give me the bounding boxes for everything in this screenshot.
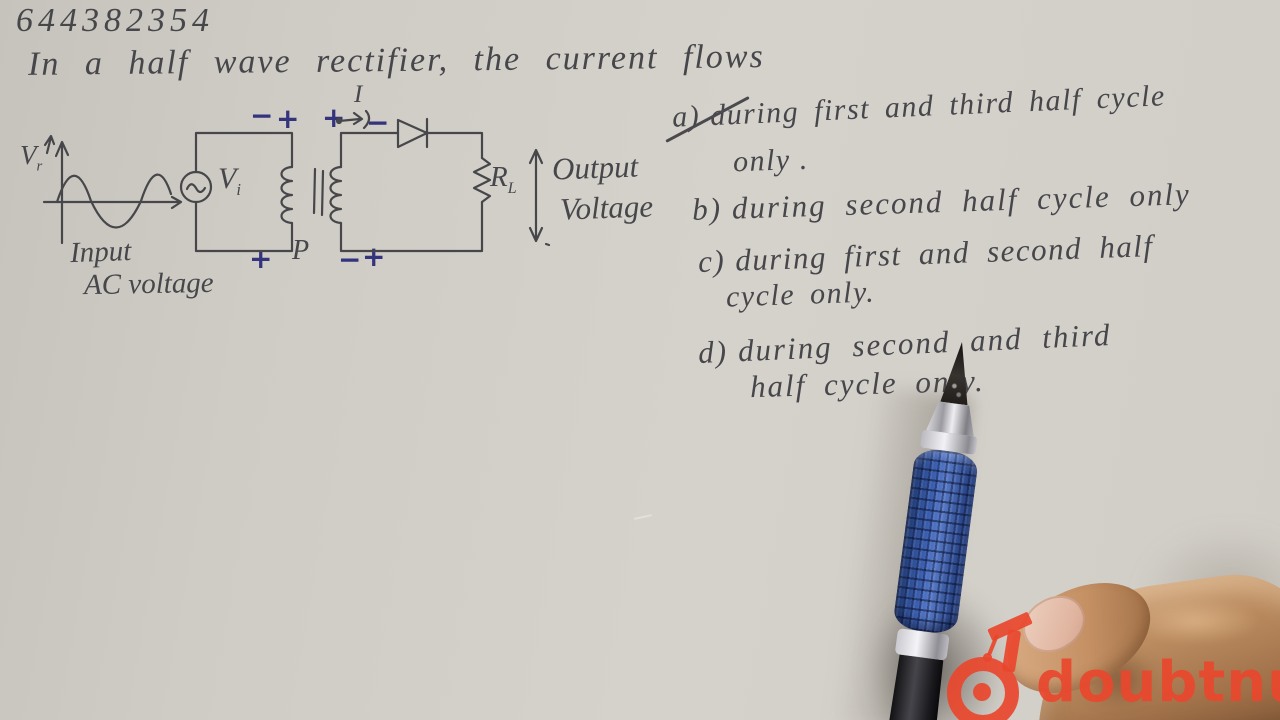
waveform-axis-label: Vr (20, 142, 42, 174)
primary-top-plus: + (276, 102, 300, 135)
core-lines (312, 167, 325, 217)
waveform-axis-label-main: V (20, 140, 37, 170)
paper-scratch (633, 514, 653, 520)
load-label-main: R (490, 161, 508, 193)
diode-icon (396, 117, 429, 149)
primary-coil (280, 165, 294, 225)
load-label: RL (490, 163, 517, 197)
pen-shaft (881, 654, 946, 720)
ac-source-icon (179, 170, 213, 204)
option-c-label: c) (697, 243, 726, 279)
primary-bottom-node: P (292, 235, 310, 266)
wave-vertical-axis (54, 140, 70, 245)
option-c-line1: c)during first and second half (697, 228, 1155, 279)
secondary-bottom-minus: − (338, 243, 362, 276)
secondary-coil (329, 165, 343, 225)
load-label-sub: L (507, 179, 517, 197)
secondary-top-minus: − (366, 106, 390, 139)
option-a-line1: a)during first and third half cycle (671, 79, 1167, 134)
resistor-icon (472, 156, 492, 204)
pen-grip (892, 446, 980, 636)
graduation-cap-tassel-dot (983, 653, 992, 662)
source-label-sub: i (236, 180, 241, 199)
option-b-line1: b)during second half cycle only (691, 176, 1192, 227)
doubtnut-wordmark: doubtnut (1036, 650, 1280, 715)
option-a-line2: only . (732, 142, 810, 179)
vr-arrow-icon (43, 134, 56, 155)
primary-top-minus: − (250, 99, 274, 132)
secondary-top-plus: + (322, 101, 346, 134)
option-a-text: during first and third half cycle (709, 79, 1167, 133)
option-d-label: d) (697, 333, 729, 371)
current-label: I (354, 81, 363, 108)
current-arrow-icon (337, 109, 371, 130)
sine-wave (55, 173, 173, 229)
source-label: Vi (218, 164, 241, 199)
option-b-text: during second half cycle only (731, 176, 1192, 226)
secondary-bottom-plus: + (362, 240, 386, 273)
pen-tip (936, 340, 980, 406)
doubtnut-icon-dot (973, 683, 991, 701)
option-c-line2: cycle only. (725, 275, 876, 314)
source-label-main: V (218, 162, 237, 195)
waveform-axis-label-sub: r (36, 158, 43, 175)
circuit-diagram (42, 109, 551, 253)
option-b-label: b) (691, 190, 723, 227)
question-id: 644382354 (16, 2, 214, 39)
output-arrow-icon (528, 148, 551, 247)
wave-horizontal-axis (42, 195, 183, 210)
knuckle-highlight (1130, 598, 1260, 644)
option-c-text: during first and second half (734, 228, 1155, 278)
